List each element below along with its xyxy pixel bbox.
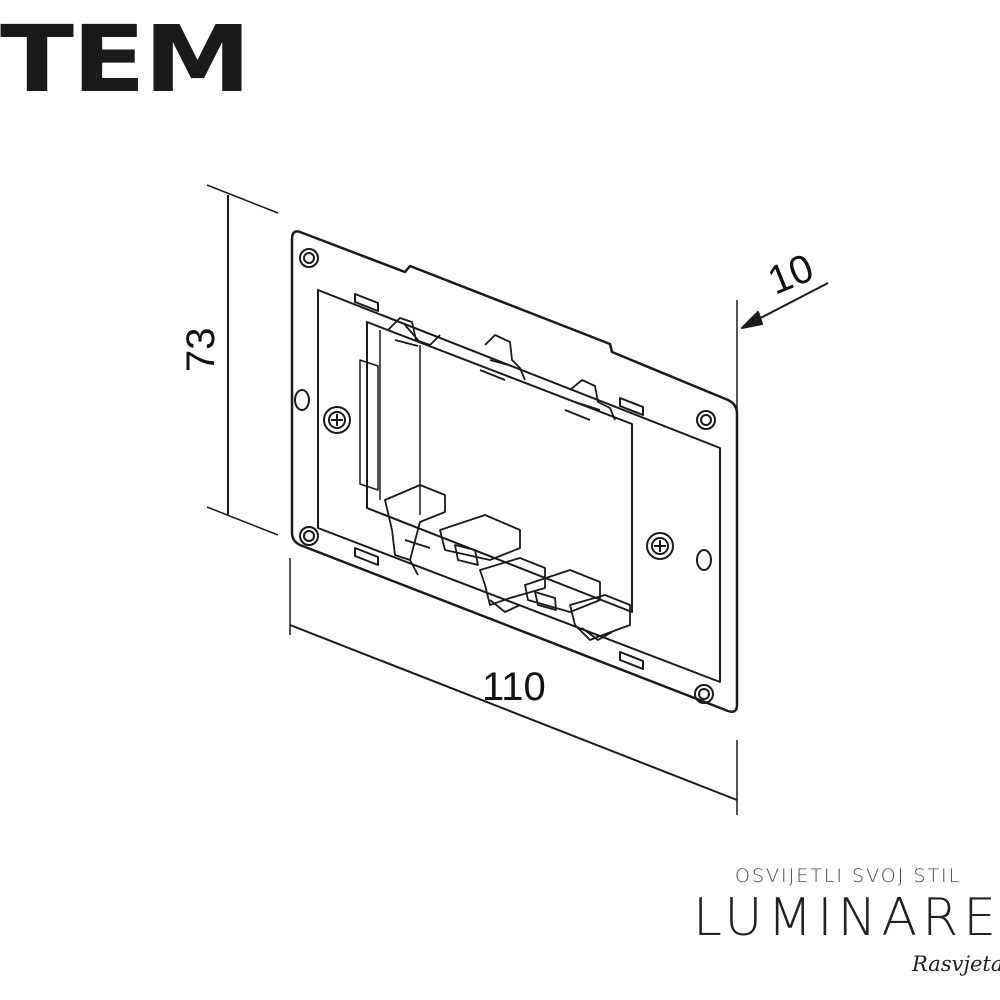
luminare-tagline: OSVIJETLI SVOJ STIL xyxy=(735,865,962,887)
dimension-depth-label: 10 xyxy=(762,246,820,303)
tem-logo: TEM xyxy=(0,6,252,113)
bottom-clips xyxy=(384,484,631,641)
luminare-script: Rasvjeta xyxy=(912,952,1000,976)
screw-icon xyxy=(323,406,351,434)
dimension-width: 110 xyxy=(289,558,738,815)
dimension-height-label: 73 xyxy=(179,328,223,373)
dimension-height: 73 xyxy=(179,184,279,536)
top-clips xyxy=(387,317,616,421)
dimension-width-label: 110 xyxy=(482,665,546,709)
screw-icon xyxy=(646,532,674,560)
dimension-depth: 10 xyxy=(736,246,829,440)
luminare-logo: LUMINARE xyxy=(693,888,1000,948)
frame-plate xyxy=(290,230,739,713)
